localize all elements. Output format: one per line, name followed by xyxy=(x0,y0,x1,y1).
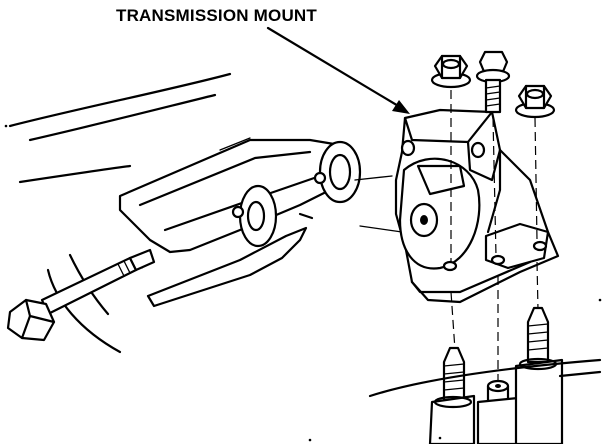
through-bolt xyxy=(6,248,156,342)
leader-arrow xyxy=(266,26,410,114)
transmission-mount xyxy=(394,108,560,304)
assembly-guide-lines xyxy=(354,175,403,233)
flange-nut-right xyxy=(514,84,556,119)
arm-bushing xyxy=(231,140,362,248)
flange-bolt-center xyxy=(475,50,511,114)
transmission-bracket-arm xyxy=(118,138,352,308)
callout-label: TRANSMISSION MOUNT xyxy=(116,6,317,25)
reference-marks xyxy=(4,124,602,442)
hardware-alignment-lines xyxy=(450,90,539,380)
flange-nut-left xyxy=(430,54,472,89)
lower-frame xyxy=(368,357,602,444)
